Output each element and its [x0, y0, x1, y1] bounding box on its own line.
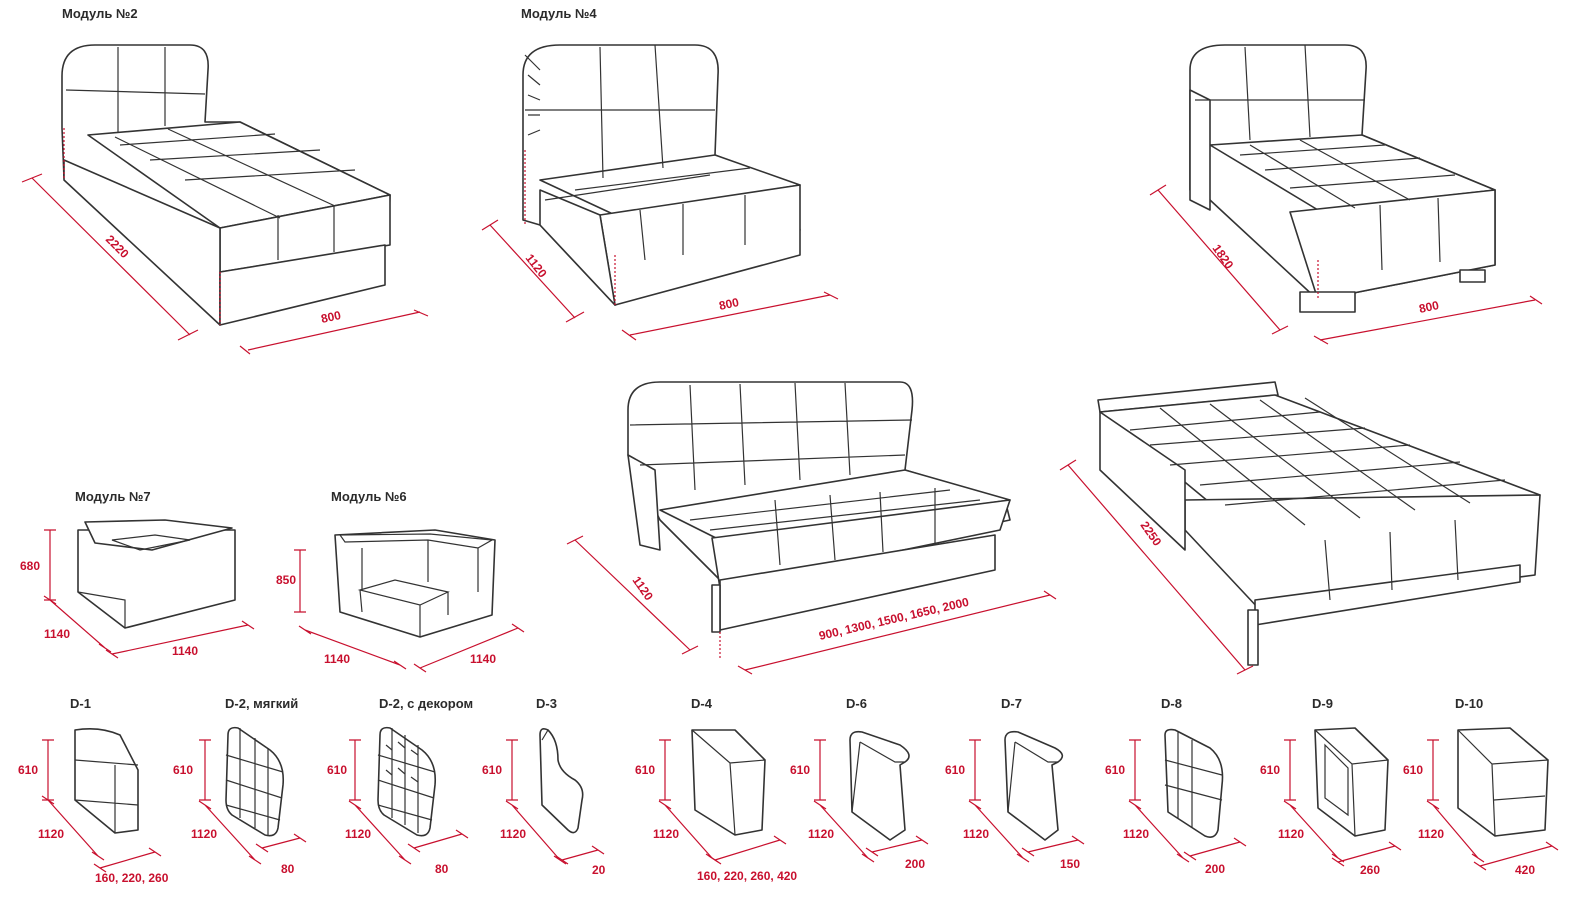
dim-d1-width: 160, 220, 260: [95, 871, 169, 885]
dim-d2d-height: 610: [327, 763, 347, 777]
dim-d6-height: 610: [790, 763, 810, 777]
dim-m6-height: 850: [276, 573, 296, 587]
dim-d4-width: 160, 220, 260, 420: [697, 869, 797, 883]
dim-d3-depth: 1120: [500, 827, 526, 841]
title-d10: D-10: [1455, 696, 1484, 711]
dim-d7-depth: 1120: [963, 827, 989, 841]
module-3-drawing: 1820 800: [1149, 44, 1543, 345]
dim-d1-height: 610: [18, 763, 38, 777]
module-4-drawing: 1120 800: [481, 44, 839, 341]
dim-d2d-width: 80: [435, 862, 449, 876]
dim-d10-depth: 1120: [1418, 827, 1444, 841]
armrest-d7: 610 1120 150: [945, 730, 1085, 871]
dim-m7-width: 1140: [172, 644, 198, 658]
dim-m7-depth: 1140: [44, 627, 70, 641]
title-module-7: Модуль №7: [75, 489, 151, 504]
dim-d6-depth: 1120: [808, 827, 834, 841]
dim-d2d-depth: 1120: [345, 827, 371, 841]
dim-m4-width: 800: [718, 295, 741, 313]
title-module-2: Модуль №2: [62, 6, 138, 21]
title-module-6: Модуль №6: [331, 489, 407, 504]
title-d9: D-9: [1312, 696, 1333, 711]
armrest-d6: 610 1120 200: [790, 730, 929, 871]
dim-d3-width: 20: [592, 863, 606, 877]
dim-d7-width: 150: [1060, 857, 1080, 871]
armrest-d3: 610 1120 20: [482, 728, 606, 877]
dim-d2s-height: 610: [173, 763, 193, 777]
dim-d4-depth: 1120: [653, 827, 679, 841]
sofa-drawing: 1120 900, 1300, 1500, 1650, 2000: [566, 381, 1057, 675]
armrest-d1: 610 1120 160, 220, 260: [18, 728, 169, 885]
dim-d2s-depth: 1120: [191, 827, 217, 841]
title-d2-soft: D-2, мягкий: [225, 696, 299, 711]
dim-d10-width: 420: [1515, 863, 1535, 877]
armrest-d2-soft: 610 1120 80: [173, 726, 307, 876]
dim-m7-height: 680: [20, 559, 40, 573]
title-d6: D-6: [846, 696, 867, 711]
title-module-4: Модуль №4: [521, 6, 597, 21]
armrest-d8: 610 1120 200: [1105, 728, 1247, 876]
title-d3: D-3: [536, 696, 557, 711]
title-d7: D-7: [1001, 696, 1022, 711]
armrest-d10: 610 1120 420: [1403, 727, 1559, 877]
title-d8: D-8: [1161, 696, 1182, 711]
armrest-d4: 610 1120 160, 220, 260, 420: [635, 729, 797, 883]
dim-d6-width: 200: [905, 857, 925, 871]
dim-d8-width: 200: [1205, 862, 1225, 876]
dim-d9-depth: 1120: [1278, 827, 1304, 841]
sofa-bed-drawing: 2250: [1059, 381, 1541, 675]
dim-d8-depth: 1120: [1123, 827, 1149, 841]
title-d1: D-1: [70, 696, 91, 711]
dim-d2s-width: 80: [281, 862, 295, 876]
armrest-d2-decor: 610 1120 80: [327, 726, 469, 876]
title-d4: D-4: [691, 696, 712, 711]
dim-m6-depth: 1140: [324, 652, 350, 666]
module-7-drawing: 680 1140 1140: [20, 519, 255, 659]
dim-d4-height: 610: [635, 763, 655, 777]
dim-d1-depth: 1120: [38, 827, 64, 841]
dim-d3-height: 610: [482, 763, 502, 777]
armrest-d9: 610 1120 260: [1260, 727, 1402, 877]
dim-m2-width: 800: [320, 308, 343, 326]
dim-m6-width: 1140: [470, 652, 496, 666]
dim-m3-width: 800: [1418, 298, 1441, 316]
dim-d10-height: 610: [1403, 763, 1423, 777]
title-d2-decor: D-2, с декором: [379, 696, 474, 711]
dim-d7-height: 610: [945, 763, 965, 777]
dim-d9-height: 610: [1260, 763, 1280, 777]
dim-sofa-depth: 1120: [630, 574, 657, 604]
module-2-drawing: 2220 800: [21, 44, 429, 355]
module-6-drawing: 850 1140 1140: [276, 529, 525, 673]
dim-d9-width: 260: [1360, 863, 1380, 877]
dim-m3-depth: 1820: [1210, 242, 1237, 272]
dim-d8-height: 610: [1105, 763, 1125, 777]
